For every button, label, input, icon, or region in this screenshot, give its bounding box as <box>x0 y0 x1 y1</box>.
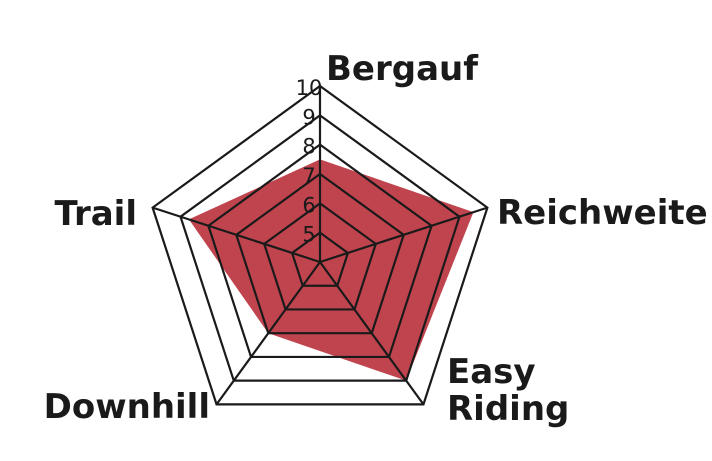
grid-ring-5 <box>290 231 350 287</box>
radar-tick-labels: 5 6 7 8 9 10 <box>296 76 323 247</box>
tick-label: 6 <box>302 193 315 217</box>
tick-label: 10 <box>296 76 323 100</box>
axis-label: Riding <box>447 389 569 429</box>
tick-label: 8 <box>302 135 315 159</box>
grid-ring-10 <box>151 84 489 406</box>
axis-spoke <box>215 261 321 406</box>
axis-label: Trail <box>55 194 137 234</box>
tick-label: 7 <box>302 164 315 188</box>
axis-spoke <box>319 206 488 264</box>
tick-label: 9 <box>302 105 315 129</box>
grid-ring-8 <box>207 143 433 359</box>
grid-ring-9 <box>179 113 461 382</box>
radar-data-polygon <box>188 159 474 381</box>
axis-label: Easy <box>447 352 536 392</box>
axis-label: Reichweite <box>497 193 708 233</box>
axis-label: Downhill <box>44 387 210 427</box>
axis-label: Bergauf <box>326 49 479 89</box>
axis-spoke <box>319 261 425 406</box>
radar-grid-lines <box>151 84 489 406</box>
radar-data-area <box>188 159 474 381</box>
axis-spoke <box>152 206 321 264</box>
grid-ring-6 <box>262 201 378 311</box>
tick-label: 5 <box>302 223 315 247</box>
grid-ring-7 <box>235 172 405 335</box>
